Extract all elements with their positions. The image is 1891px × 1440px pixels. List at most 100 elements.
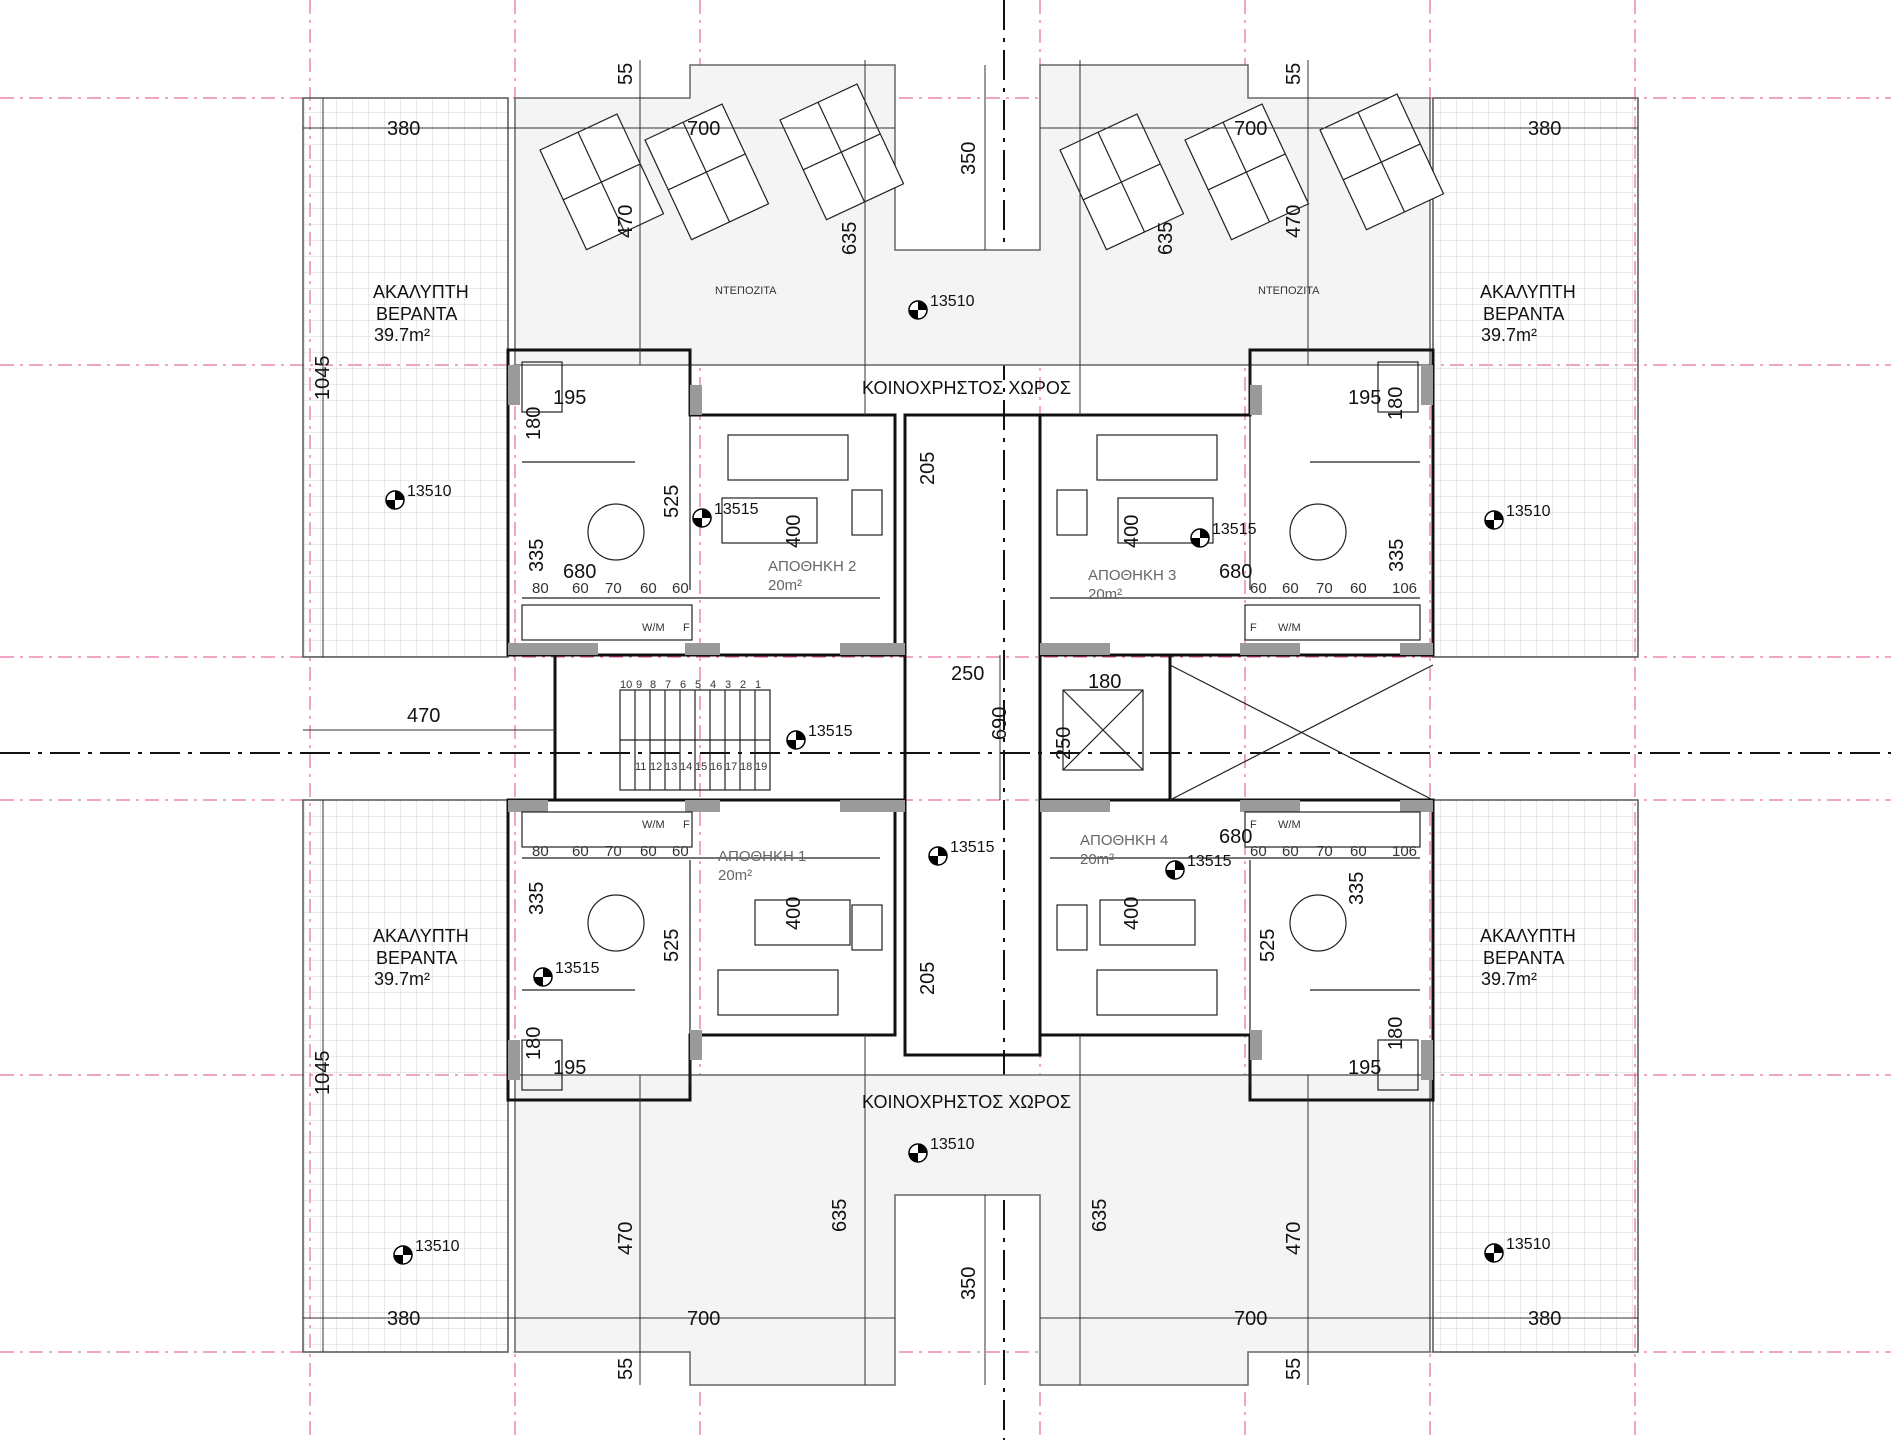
dim-corridor-bottom: 205 <box>917 962 939 995</box>
dim-bath-depth-bl: 180 <box>523 1027 545 1060</box>
dim-terrace-depth-tr: 470 <box>1283 205 1305 238</box>
dim-projection-br: 55 <box>1283 1358 1305 1380</box>
svg-text:106: 106 <box>1392 843 1417 860</box>
dim-notch-bottom: 350 <box>958 1267 980 1300</box>
dimension-labels: 380 700 700 380 380 700 700 380 470 250 … <box>312 63 1561 1380</box>
svg-text:16: 16 <box>710 761 722 773</box>
veranda-title-tl: ΑΚΑΛΥΠΤΗ <box>373 282 469 302</box>
svg-text:7: 7 <box>665 679 671 691</box>
svg-text:13515: 13515 <box>950 839 995 856</box>
dim-veranda-height-bottom: 1045 <box>312 1051 334 1096</box>
svg-text:3: 3 <box>725 679 731 691</box>
level-marker: 13515 <box>692 501 759 528</box>
veranda-title-br: ΑΚΑΛΥΠΤΗ <box>1480 926 1576 946</box>
dim-lift-depth: 250 <box>1053 727 1075 760</box>
dim-projection-bl: 55 <box>615 1358 637 1380</box>
dim-bath-br: 195 <box>1348 1057 1381 1079</box>
water-tank-left: ΝΤΕΠΟΖΙΤΑ <box>715 285 777 297</box>
dim-living-tr: 335 <box>1386 539 1408 572</box>
solar-panels <box>539 83 1445 251</box>
dim-terrace-total-tr: 635 <box>1155 222 1177 255</box>
svg-text:13510: 13510 <box>930 1136 975 1153</box>
furniture <box>521 361 1421 1091</box>
common-area-top: ΚΟΙΝΟΧΡΗΣΤΟΣ ΧΩΡΟΣ <box>862 378 1071 398</box>
svg-text:13515: 13515 <box>714 501 759 518</box>
dim-storage-br: 400 <box>1121 897 1143 930</box>
water-tank-right: ΝΤΕΠΟΖΙΤΑ <box>1258 285 1320 297</box>
dim-lift: 180 <box>1088 671 1121 693</box>
svg-text:14: 14 <box>680 761 692 773</box>
dim-veranda-bl: 380 <box>387 1308 420 1330</box>
svg-text:15: 15 <box>695 761 707 773</box>
dim-corridor-top: 205 <box>917 452 939 485</box>
svg-text:70: 70 <box>1316 580 1333 597</box>
dim-living-bl: 335 <box>526 882 548 915</box>
dim-unit-depth-bl: 525 <box>661 929 683 962</box>
svg-text:60: 60 <box>672 843 689 860</box>
storage-4-area: 20m² <box>1080 851 1114 868</box>
level-markers: 13510 13510 13510 13515 13515 13515 1351… <box>385 293 1551 1265</box>
dim-terrace-depth-bl: 470 <box>615 1222 637 1255</box>
labels: ΑΚΑΛΥΠΤΗ ΒΕΡΑΝΤΑ 39.7m² ΑΚΑΛΥΠΤΗ ΒΕΡΑΝΤΑ… <box>373 282 1576 1112</box>
svg-text:1: 1 <box>755 679 761 691</box>
svg-text:60: 60 <box>640 580 657 597</box>
dim-bath-depth-tr: 180 <box>1385 387 1407 420</box>
fridge-tr: F <box>1250 622 1257 634</box>
svg-text:13510: 13510 <box>407 483 452 500</box>
lift-shaft <box>1062 664 1434 801</box>
svg-text:13515: 13515 <box>1212 521 1257 538</box>
dim-storage-tr: 400 <box>1121 515 1143 548</box>
dim-living-tl: 335 <box>526 539 548 572</box>
svg-text:60: 60 <box>672 580 689 597</box>
dim-core: 690 <box>989 707 1011 740</box>
dim-notch-top: 350 <box>958 142 980 175</box>
svg-text:5: 5 <box>695 679 701 691</box>
level-marker: 13515 <box>1190 521 1257 548</box>
svg-text:60: 60 <box>640 843 657 860</box>
svg-text:13510: 13510 <box>415 1238 460 1255</box>
veranda-area-tl: 39.7m² <box>374 325 430 345</box>
level-marker: 13510 <box>393 1238 460 1265</box>
veranda-title-br-2: ΒΕΡΑΝΤΑ <box>1483 948 1564 968</box>
svg-text:2: 2 <box>740 679 746 691</box>
dim-unit-depth-br: 525 <box>1257 929 1279 962</box>
storage-1-label: ΑΠΟΘΗΚΗ 1 <box>718 848 806 865</box>
dim-terrace-total-tl: 635 <box>839 222 861 255</box>
svg-text:6: 6 <box>680 679 686 691</box>
level-marker: 13510 <box>1484 1236 1551 1263</box>
dim-bath-bl: 195 <box>553 1057 586 1079</box>
dim-gap: 470 <box>407 705 440 727</box>
svg-text:70: 70 <box>1316 843 1333 860</box>
level-marker: 13515 <box>1165 853 1232 880</box>
svg-text:60: 60 <box>1282 843 1299 860</box>
level-marker: 13515 <box>928 839 995 866</box>
svg-text:13515: 13515 <box>555 960 600 977</box>
verandas <box>302 97 1639 1353</box>
staircase <box>619 689 771 791</box>
svg-text:80: 80 <box>532 580 549 597</box>
storage-3-label: ΑΠΟΘΗΚΗ 3 <box>1088 567 1176 584</box>
dim-lobby: 250 <box>951 663 984 685</box>
svg-text:60: 60 <box>1250 843 1267 860</box>
dim-living-br: 335 <box>1346 872 1368 905</box>
dim-storage-tl: 400 <box>783 515 805 548</box>
level-marker: 13510 <box>1484 503 1551 530</box>
walls <box>506 348 1435 1102</box>
stair-numbers-bottom: 11 12 13 14 15 16 17 18 19 <box>635 761 767 773</box>
dim-terrace-tr: 700 <box>1234 118 1267 140</box>
dim-terrace-br: 700 <box>1234 1308 1267 1330</box>
dim-storage-bl: 400 <box>783 897 805 930</box>
level-marker: 13515 <box>786 723 853 750</box>
svg-text:13: 13 <box>665 761 677 773</box>
dim-bath-depth-br: 180 <box>1385 1017 1407 1050</box>
level-marker: 13510 <box>908 293 975 320</box>
dim-bath-depth-tl: 180 <box>523 407 545 440</box>
veranda-title-bl: ΑΚΑΛΥΠΤΗ <box>373 926 469 946</box>
stair-numbers-top: 10 9 8 7 6 5 4 3 2 1 <box>620 679 761 691</box>
dim-projection-tl: 55 <box>615 63 637 85</box>
veranda-title-tl-2: ΒΕΡΑΝΤΑ <box>376 304 457 324</box>
svg-text:13515: 13515 <box>808 723 853 740</box>
dim-terrace-tl: 700 <box>687 118 720 140</box>
level-marker: 13510 <box>908 1136 975 1163</box>
